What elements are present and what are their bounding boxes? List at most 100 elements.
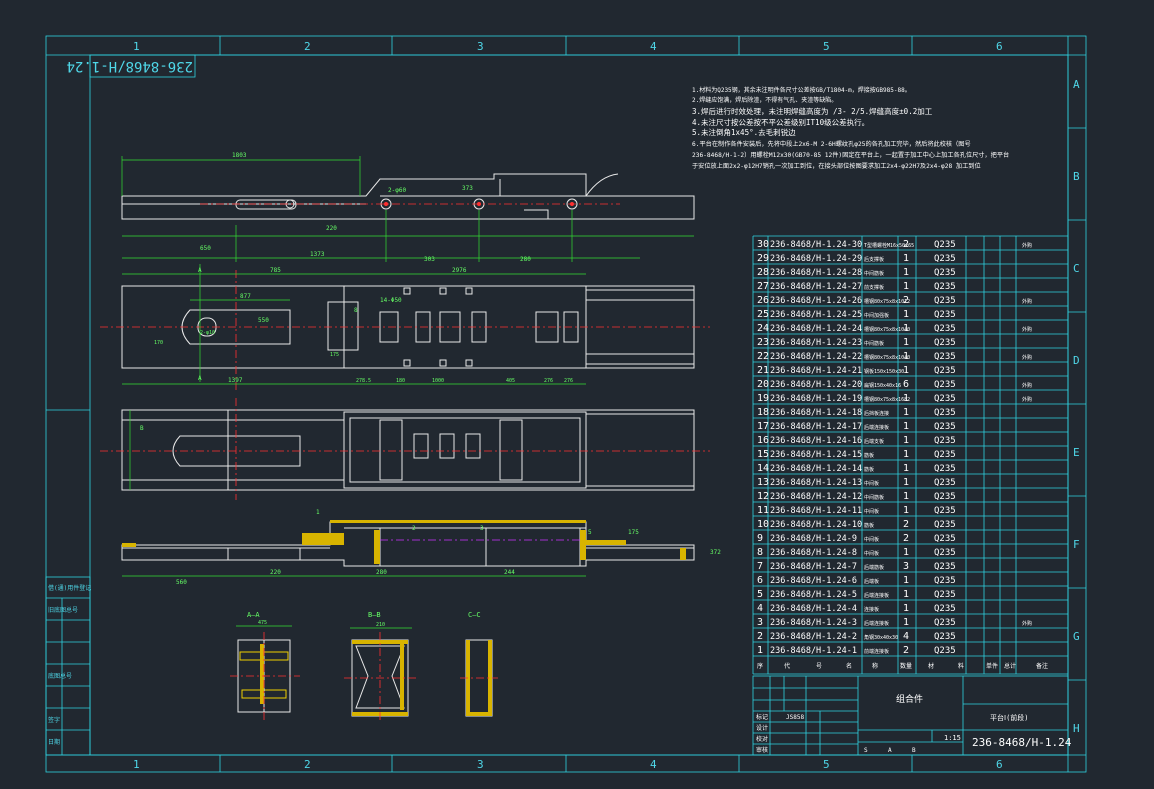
table-cell: 1 xyxy=(903,617,909,628)
table-cell: Q235 xyxy=(934,268,956,278)
table-cell: 236-8468/H-1.24-30 xyxy=(770,240,862,250)
section-mark: A xyxy=(198,267,202,274)
row-label: A xyxy=(1073,78,1080,91)
row-label: B xyxy=(1073,170,1080,183)
table-cell: 槽钢80x75x8x1012 xyxy=(864,298,910,305)
table-cell: 1 xyxy=(903,449,909,460)
table-cell: 6 xyxy=(757,575,763,586)
note-line: 1.材料为Q235钢，其余未注明件各尺寸公差按GB/T1804-m，焊接按GB9… xyxy=(692,86,911,94)
note-line: 2.焊缝应饱满，焊后除渣，不得有气孔、夹渣等缺陷。 xyxy=(692,96,837,104)
col-label: 4 xyxy=(650,758,657,771)
table-cell: 236-8468/H-1.24-22 xyxy=(770,352,862,362)
table-cell: 22 xyxy=(757,351,769,362)
table-cell: Q235 xyxy=(934,422,956,432)
table-cell: Q235 xyxy=(934,436,956,446)
table-cell: 5 xyxy=(757,589,763,600)
table-cell: 4 xyxy=(903,631,909,642)
table-cell: 中间加强板 xyxy=(864,312,889,319)
table-cell: 筋板 xyxy=(864,522,874,529)
dim-label: 220 xyxy=(270,569,281,576)
table-cell: 后端连接板 xyxy=(864,620,889,627)
dim-label: 280 xyxy=(376,569,387,576)
column-labels-bottom: 1 2 3 4 5 6 xyxy=(133,758,1003,771)
table-cell: 4 xyxy=(757,603,763,614)
table-cell: 2 xyxy=(903,519,909,530)
dim-label: 1000 xyxy=(432,378,444,384)
table-cell: 1 xyxy=(903,435,909,446)
table-cell: 21 xyxy=(757,365,769,376)
table-cell: Q235 xyxy=(934,450,956,460)
table-cell: 27 xyxy=(757,281,769,292)
table-cell: Q235 xyxy=(934,576,956,586)
table-cell: 236-8468/H-1.24-12 xyxy=(770,492,862,502)
table-header-cell: 备注 xyxy=(1036,662,1048,670)
dim-label: 276 xyxy=(544,378,553,384)
table-cell: 25 xyxy=(757,309,769,320)
strip-label: 签字 xyxy=(48,716,60,724)
table-cell: 7 xyxy=(757,561,763,572)
column-labels-top: 1 2 3 4 5 6 xyxy=(133,40,1003,53)
table-cell: 1 xyxy=(903,491,909,502)
table-cell: 28 xyxy=(757,267,769,278)
table-header-cell: 代 xyxy=(784,662,790,670)
table-cell: 2 xyxy=(903,239,909,250)
row-label: F xyxy=(1073,538,1080,551)
table-cell: 236-8468/H-1.24-1 xyxy=(770,646,857,656)
table-cell: Q235 xyxy=(934,338,956,348)
table-header-cell: 单件 xyxy=(986,662,998,670)
table-cell: 236-8468/H-1.24-25 xyxy=(770,310,862,320)
table-cell: 10 xyxy=(757,519,769,530)
table-cell: Q235 xyxy=(934,478,956,488)
table-cell: 236-8468/H-1.24-20 xyxy=(770,380,862,390)
table-header-cell: 名 xyxy=(846,662,852,670)
table-cell: Q235 xyxy=(934,408,956,418)
dim-label: 5 xyxy=(588,529,592,536)
table-cell: 236-8468/H-1.24-26 xyxy=(770,296,862,306)
table-cell: 236-8468/H-1.24-3 xyxy=(770,618,857,628)
section-b: B—B 210 xyxy=(344,611,416,722)
table-header-cell: 号 xyxy=(816,663,822,670)
table-cell: 2 xyxy=(903,295,909,306)
table-cell: 中间板 xyxy=(864,550,879,557)
table-cell: 1 xyxy=(903,351,909,362)
table-cell: 外购 xyxy=(1022,242,1032,249)
table-cell: 18 xyxy=(757,407,769,418)
table-cell: 筋板 xyxy=(864,452,874,459)
col-label: 4 xyxy=(650,40,657,53)
table-cell: 1 xyxy=(903,365,909,376)
table-cell: 3 xyxy=(757,617,763,628)
dim-label: 2976 xyxy=(452,267,467,274)
strip-label: 借(通)用件登记 xyxy=(48,584,91,592)
top-profile-view: 1803 2-φ60 373 220 1373 303 280 650 xyxy=(121,152,695,263)
col-label: 1 xyxy=(133,40,140,53)
table-cell: 3 xyxy=(903,561,909,572)
table-cell: 236-8468/H-1.24-4 xyxy=(770,604,857,614)
table-cell: 中间筋板 xyxy=(864,270,884,277)
table-cell: Q235 xyxy=(934,380,956,390)
table-cell: 236-8468/H-1.24-24 xyxy=(770,324,862,334)
table-cell: 236-8468/H-1.24-5 xyxy=(770,590,857,600)
col-label: 6 xyxy=(996,40,1003,53)
table-header-cell: 序 xyxy=(757,662,763,670)
note-line: 3.焊后进行时效处理，未注明焊缝高度为 /3- 2/5.焊缝高度±0.2加工 xyxy=(692,106,933,116)
table-cell: 外购 xyxy=(1022,396,1032,403)
table-cell: 24 xyxy=(757,323,769,334)
row-label: E xyxy=(1073,446,1080,459)
section-title: B—B xyxy=(368,611,381,619)
table-cell: Q235 xyxy=(934,366,956,376)
table-cell: 1 xyxy=(903,477,909,488)
dim-label: 3 xyxy=(480,525,484,532)
table-cell: 中间筋板 xyxy=(864,494,884,501)
title-part-name: 平台Ⅰ(前段) xyxy=(990,713,1029,722)
dim-label: 276 xyxy=(564,378,573,384)
table-cell: 236-8468/H-1.24-18 xyxy=(770,408,862,418)
table-cell: 11 xyxy=(757,505,769,516)
table-cell: Q235 xyxy=(934,506,956,516)
table-cell: Q235 xyxy=(934,352,956,362)
table-cell: Q235 xyxy=(934,646,956,656)
table-cell: 1 xyxy=(903,267,909,278)
table-cell: Q235 xyxy=(934,240,956,250)
front-elevation-view: 1 2 3 5 175 220 280 560 244 372 xyxy=(121,509,721,586)
table-cell: 钢板150x150x30 xyxy=(864,368,904,375)
